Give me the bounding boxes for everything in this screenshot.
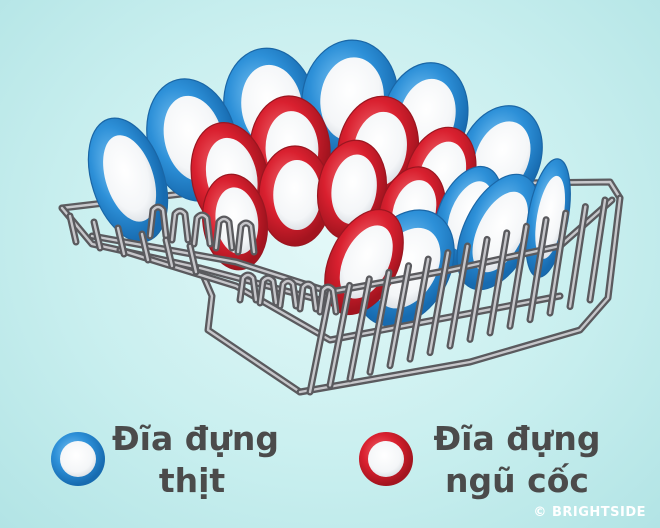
- legend-label-meat-line1: Đĩa đựng: [112, 419, 279, 458]
- legend-label-cereal-line2: ngũ cốc: [445, 461, 589, 500]
- watermark: © BRIGHTSIDE: [533, 505, 646, 520]
- blue-plate: [87, 117, 169, 243]
- legend-label-cereal: Đĩa đựng ngũ cốc: [432, 418, 602, 502]
- blue-plate-icon: [51, 432, 105, 486]
- legend-label-meat: Đĩa đựng thịt: [112, 418, 279, 502]
- red-plate-icon: [359, 432, 413, 486]
- legend-label-meat-line2: thịt: [158, 461, 226, 500]
- legend-label-cereal-line1: Đĩa đựng: [433, 419, 601, 458]
- dish-rack-front: [58, 194, 624, 396]
